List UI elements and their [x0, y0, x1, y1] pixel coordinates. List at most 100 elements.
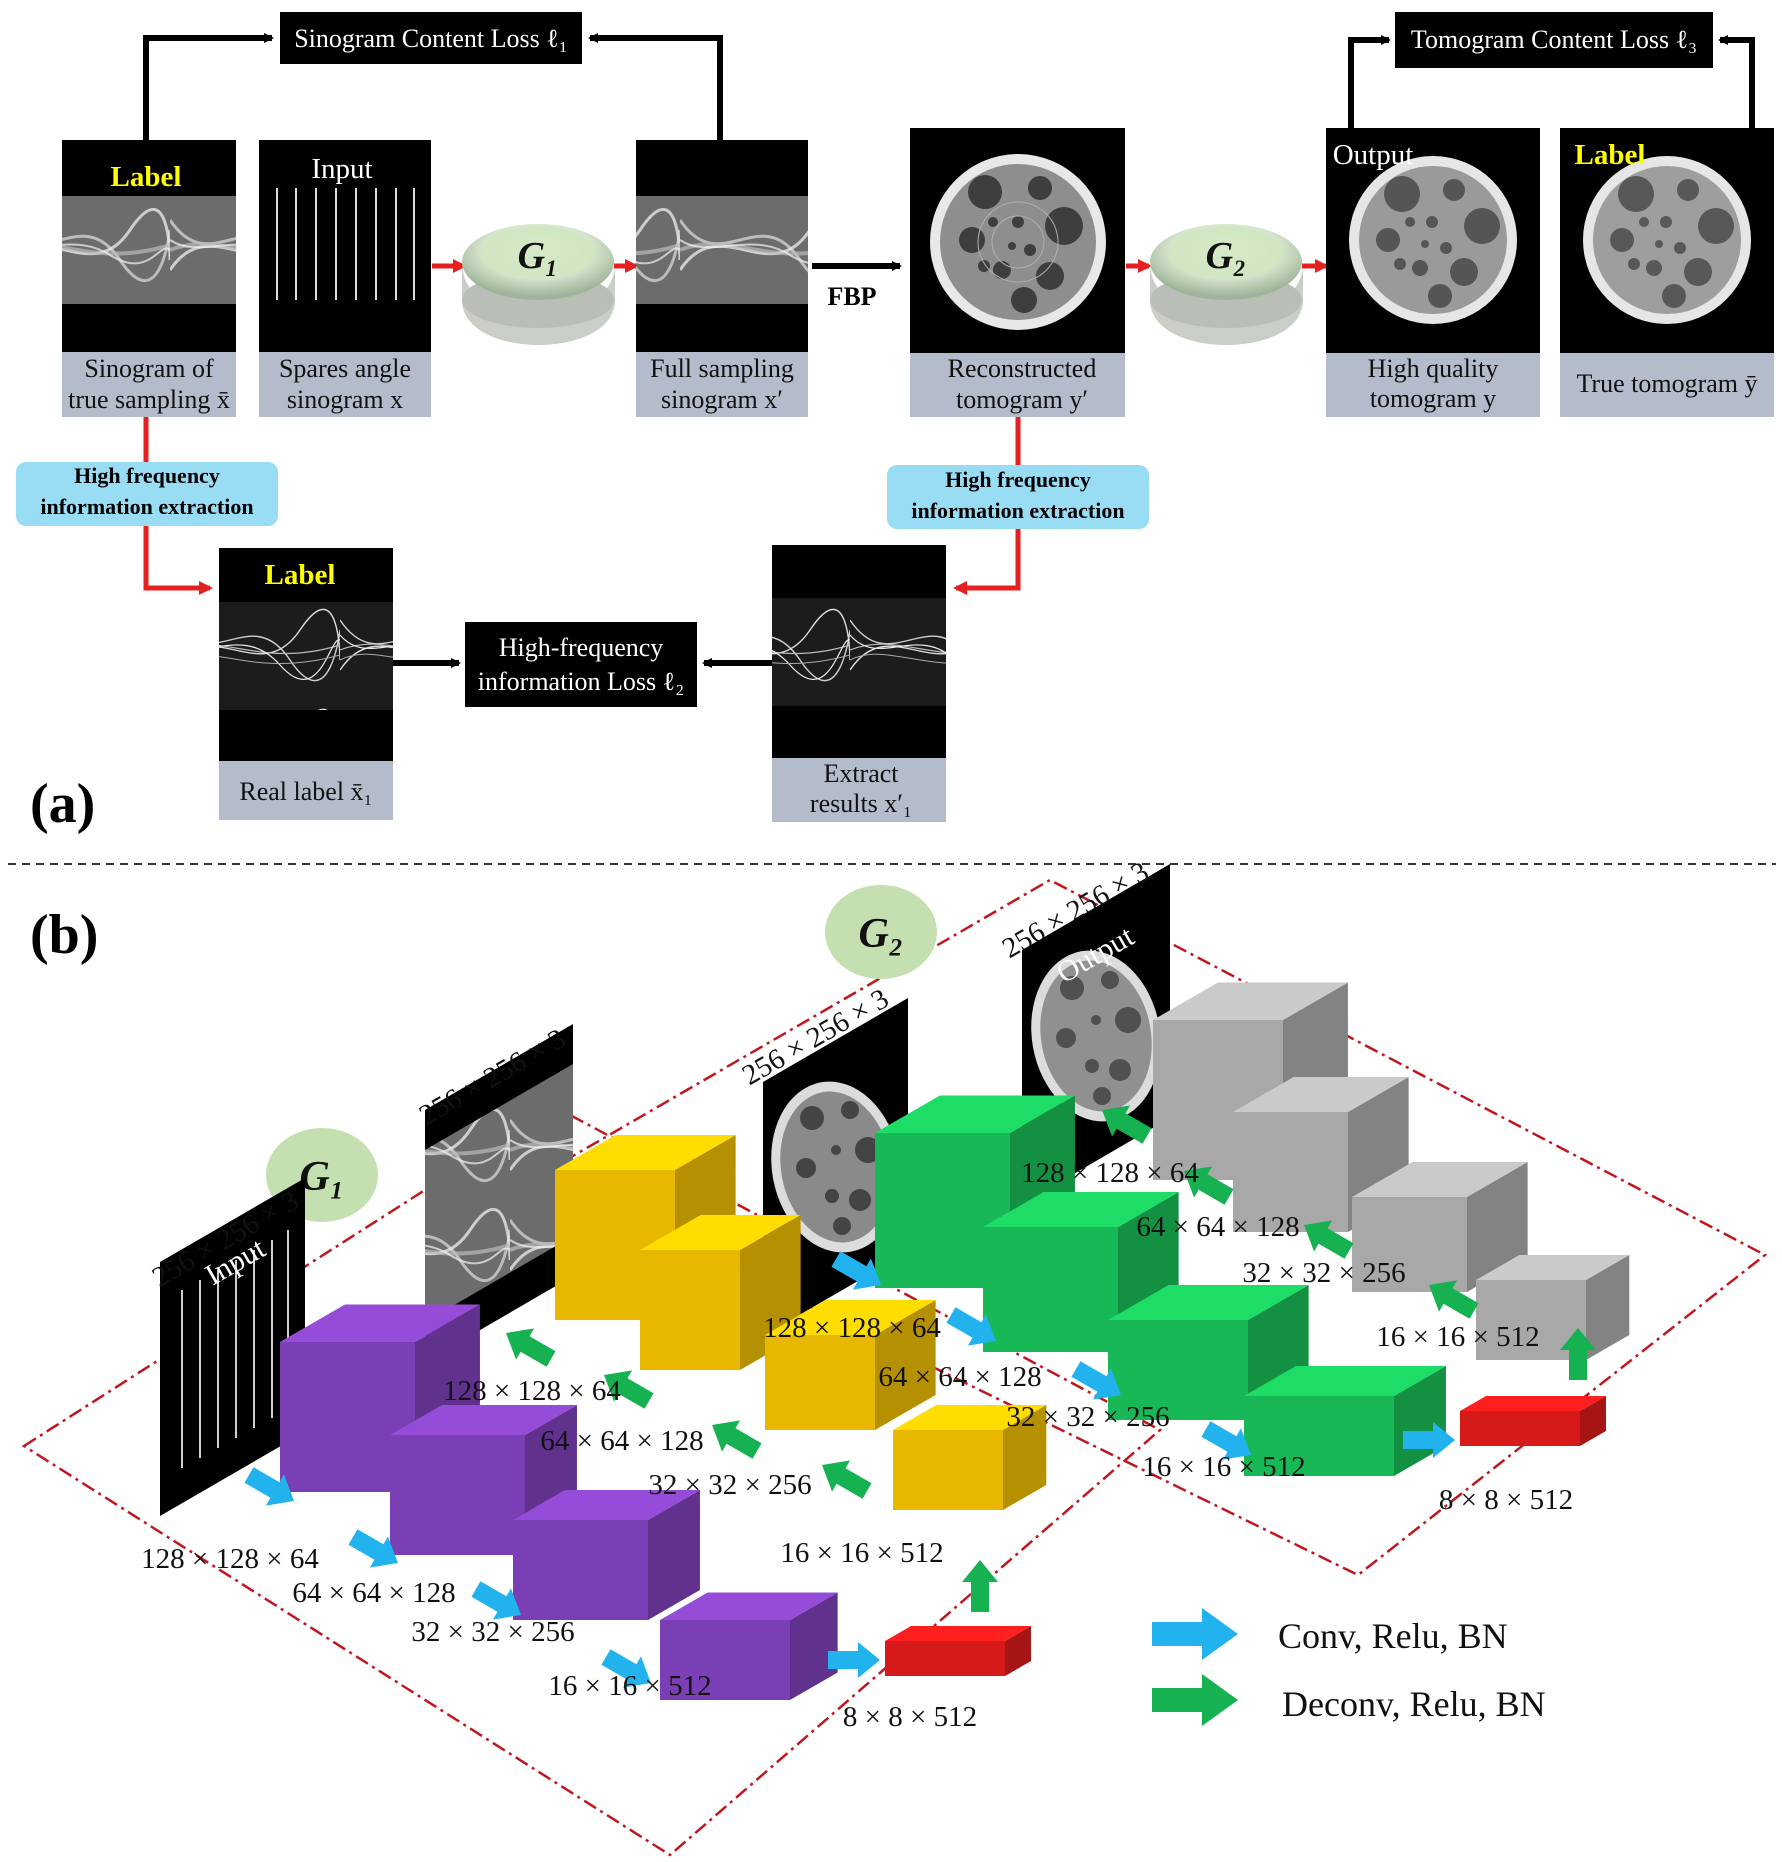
g2-encoder-block-128-front [875, 1133, 1010, 1288]
g2-badge: G₂ [825, 885, 937, 979]
svg-text:G₂: G₂ [859, 911, 904, 957]
g2-deconv-arrow-3 [1304, 1220, 1354, 1259]
svg-text:High quality: High quality [1368, 354, 1499, 383]
svg-text:Reconstructed: Reconstructed [948, 354, 1097, 383]
g1-bottleneck-block-front [885, 1641, 1005, 1676]
g2-decoder-block-16-top [1476, 1255, 1630, 1280]
output-tomogram-caption: High quality tomogram y [1326, 353, 1540, 417]
svg-text:G₂: G₂ [1206, 235, 1247, 277]
b-input-slice: Input [160, 1178, 305, 1516]
dim-g2-bottleneck: 8 × 8 × 512 [1439, 1484, 1573, 1516]
network-arrows [244, 1105, 1596, 1688]
real-label-hf-image: Label [219, 548, 393, 761]
g1-decoder-block-32-side [875, 1300, 936, 1430]
g1-decoder-block-32-top [765, 1300, 936, 1335]
svg-text:information extraction: information extraction [911, 498, 1124, 523]
panel-b: (b) G₁ G₂ Input 256 × [21, 856, 1768, 1857]
svg-text:sinogram x′: sinogram x′ [661, 385, 783, 414]
arrow-output-to-l3 [1348, 35, 1391, 128]
dim-g1-dec-32: 32 × 32 × 256 [648, 1469, 811, 1501]
g1-encoder-block-16 [660, 1592, 838, 1700]
g1-deconv-arrow-1 [962, 1560, 998, 1612]
svg-text:Tomogram Content Loss ℓ₃: Tomogram Content Loss ℓ₃ [1411, 25, 1697, 54]
g2-bottleneck-block-top [1460, 1396, 1606, 1411]
panel-a: Sinogram Content Loss ℓ₁ Tomogram Conten… [16, 12, 1774, 835]
g2-encoder-block-32-front [1108, 1320, 1248, 1420]
dim-g1-enc-64: 64 × 64 × 128 [292, 1577, 455, 1609]
svg-text:Spares angle: Spares angle [279, 354, 411, 383]
g1-region-outline [21, 1105, 1163, 1857]
g2-decoder-block-16-front [1476, 1280, 1586, 1360]
dim-g2-dec-64: 64 × 64 × 128 [1136, 1211, 1299, 1243]
g1-encoder-block-32 [513, 1490, 700, 1620]
g1-deconv-arrow-4 [604, 1370, 654, 1409]
svg-text:tomogram y′: tomogram y′ [956, 385, 1088, 414]
g1-encoder-block-32-top [513, 1490, 700, 1520]
g1-decoder-block-32 [765, 1300, 936, 1430]
g2-conv-arrow-4 [1201, 1421, 1251, 1460]
legend-conv-label: Conv, Relu, BN [1278, 1616, 1508, 1656]
g1-conv-arrow-5 [828, 1642, 880, 1678]
g1-decoder-block-64-top [640, 1215, 801, 1250]
g1-decoder-block-64 [640, 1215, 801, 1370]
svg-text:High-frequency: High-frequency [499, 633, 664, 662]
svg-text:High frequency: High frequency [74, 463, 220, 488]
hf-extraction-box-right: High frequency information extraction [887, 465, 1149, 529]
dim-g2-dec-128: 128 × 128 × 64 [1021, 1157, 1199, 1189]
sinogram-content-loss-box: Sinogram Content Loss ℓ₁ [280, 12, 582, 64]
sparse-sinogram-image: Input [259, 140, 431, 352]
panel-b-label: (b) [30, 904, 98, 966]
extract-results-caption: Extract results x′₁ [772, 758, 946, 822]
svg-text:results x′₁: results x′₁ [810, 789, 912, 818]
svg-text:Label: Label [111, 161, 182, 193]
legend-deconv-arrow-icon [1152, 1674, 1238, 1726]
g1-encoder-block-16-top [660, 1592, 838, 1620]
dim-g1-dec-16: 16 × 16 × 512 [780, 1537, 943, 1569]
svg-text:information Loss ℓ₂: information Loss ℓ₂ [478, 667, 684, 696]
panel-a-label: (a) [30, 773, 95, 835]
svg-text:Extract: Extract [823, 759, 899, 788]
g1-decoder-block-64-front [640, 1250, 740, 1370]
g2-encoder-block-16-front [1244, 1396, 1394, 1476]
dim-g2-enc-64: 64 × 64 × 128 [878, 1361, 1041, 1393]
svg-text:sinogram x: sinogram x [287, 385, 403, 414]
g1-encoder-block-16-side [790, 1592, 838, 1700]
g2-generator-bowl: G₂ [1150, 224, 1303, 345]
g2-decoder-block-16 [1476, 1255, 1630, 1360]
svg-text:Sinogram Content Loss ℓ₁: Sinogram Content Loss ℓ₁ [294, 24, 568, 53]
svg-text:Output: Output [1333, 139, 1414, 171]
arrow-true-to-l1 [143, 33, 274, 140]
g1-bottleneck-block-side [1005, 1626, 1031, 1676]
dim-g2-dec-16: 16 × 16 × 512 [1376, 1321, 1539, 1353]
svg-text:High frequency: High frequency [945, 467, 1091, 492]
g1-bottleneck-block-top [885, 1626, 1031, 1641]
dim-g1-enc-32: 32 × 32 × 256 [411, 1616, 574, 1648]
g2-conv-arrow-5 [1403, 1422, 1455, 1458]
svg-text:Real label x̄₁: Real label x̄₁ [239, 777, 372, 806]
g1-encoder-block-64-top [390, 1405, 577, 1435]
svg-text:Input: Input [311, 153, 372, 185]
high-frequency-loss-box: High-frequency information Loss ℓ₂ [465, 622, 697, 707]
full-sinogram-caption: Full sampling sinogram x′ [636, 352, 808, 417]
legend: Conv, Relu, BN Deconv, Relu, BN [1152, 1608, 1546, 1726]
tomogram-content-loss-box: Tomogram Content Loss ℓ₃ [1395, 12, 1713, 68]
legend-deconv-label: Deconv, Relu, BN [1282, 1684, 1546, 1724]
g2-bottleneck-block [1460, 1396, 1606, 1446]
g2-conv-arrow-1 [831, 1251, 881, 1290]
g1-encoder-block-64-front [390, 1435, 525, 1555]
sparse-sinogram-caption: Spares angle sinogram x [259, 352, 431, 417]
g1-conv-arrow-2 [348, 1529, 398, 1568]
dim-g2-enc-32: 32 × 32 × 256 [1006, 1401, 1169, 1433]
g2-deconv-arrow-1 [1560, 1328, 1596, 1380]
svg-text:G₁: G₁ [518, 235, 559, 277]
g1-decoder-block-128-top [555, 1135, 736, 1170]
true-sinogram-caption: Sinogram of true sampling x̄ [62, 352, 236, 417]
g1-bottleneck-block [885, 1626, 1031, 1676]
g2-encoder-block-64-front [983, 1227, 1118, 1352]
network-blocks [280, 982, 1630, 1700]
b-sinogram-slice [425, 1024, 573, 1362]
g2-decoder-block-128-top [1153, 982, 1348, 1020]
g2-region-outline [537, 878, 1768, 1577]
g2-deconv-arrow-5 [1102, 1105, 1152, 1144]
dim-g2-dec-32: 32 × 32 × 256 [1242, 1257, 1405, 1289]
